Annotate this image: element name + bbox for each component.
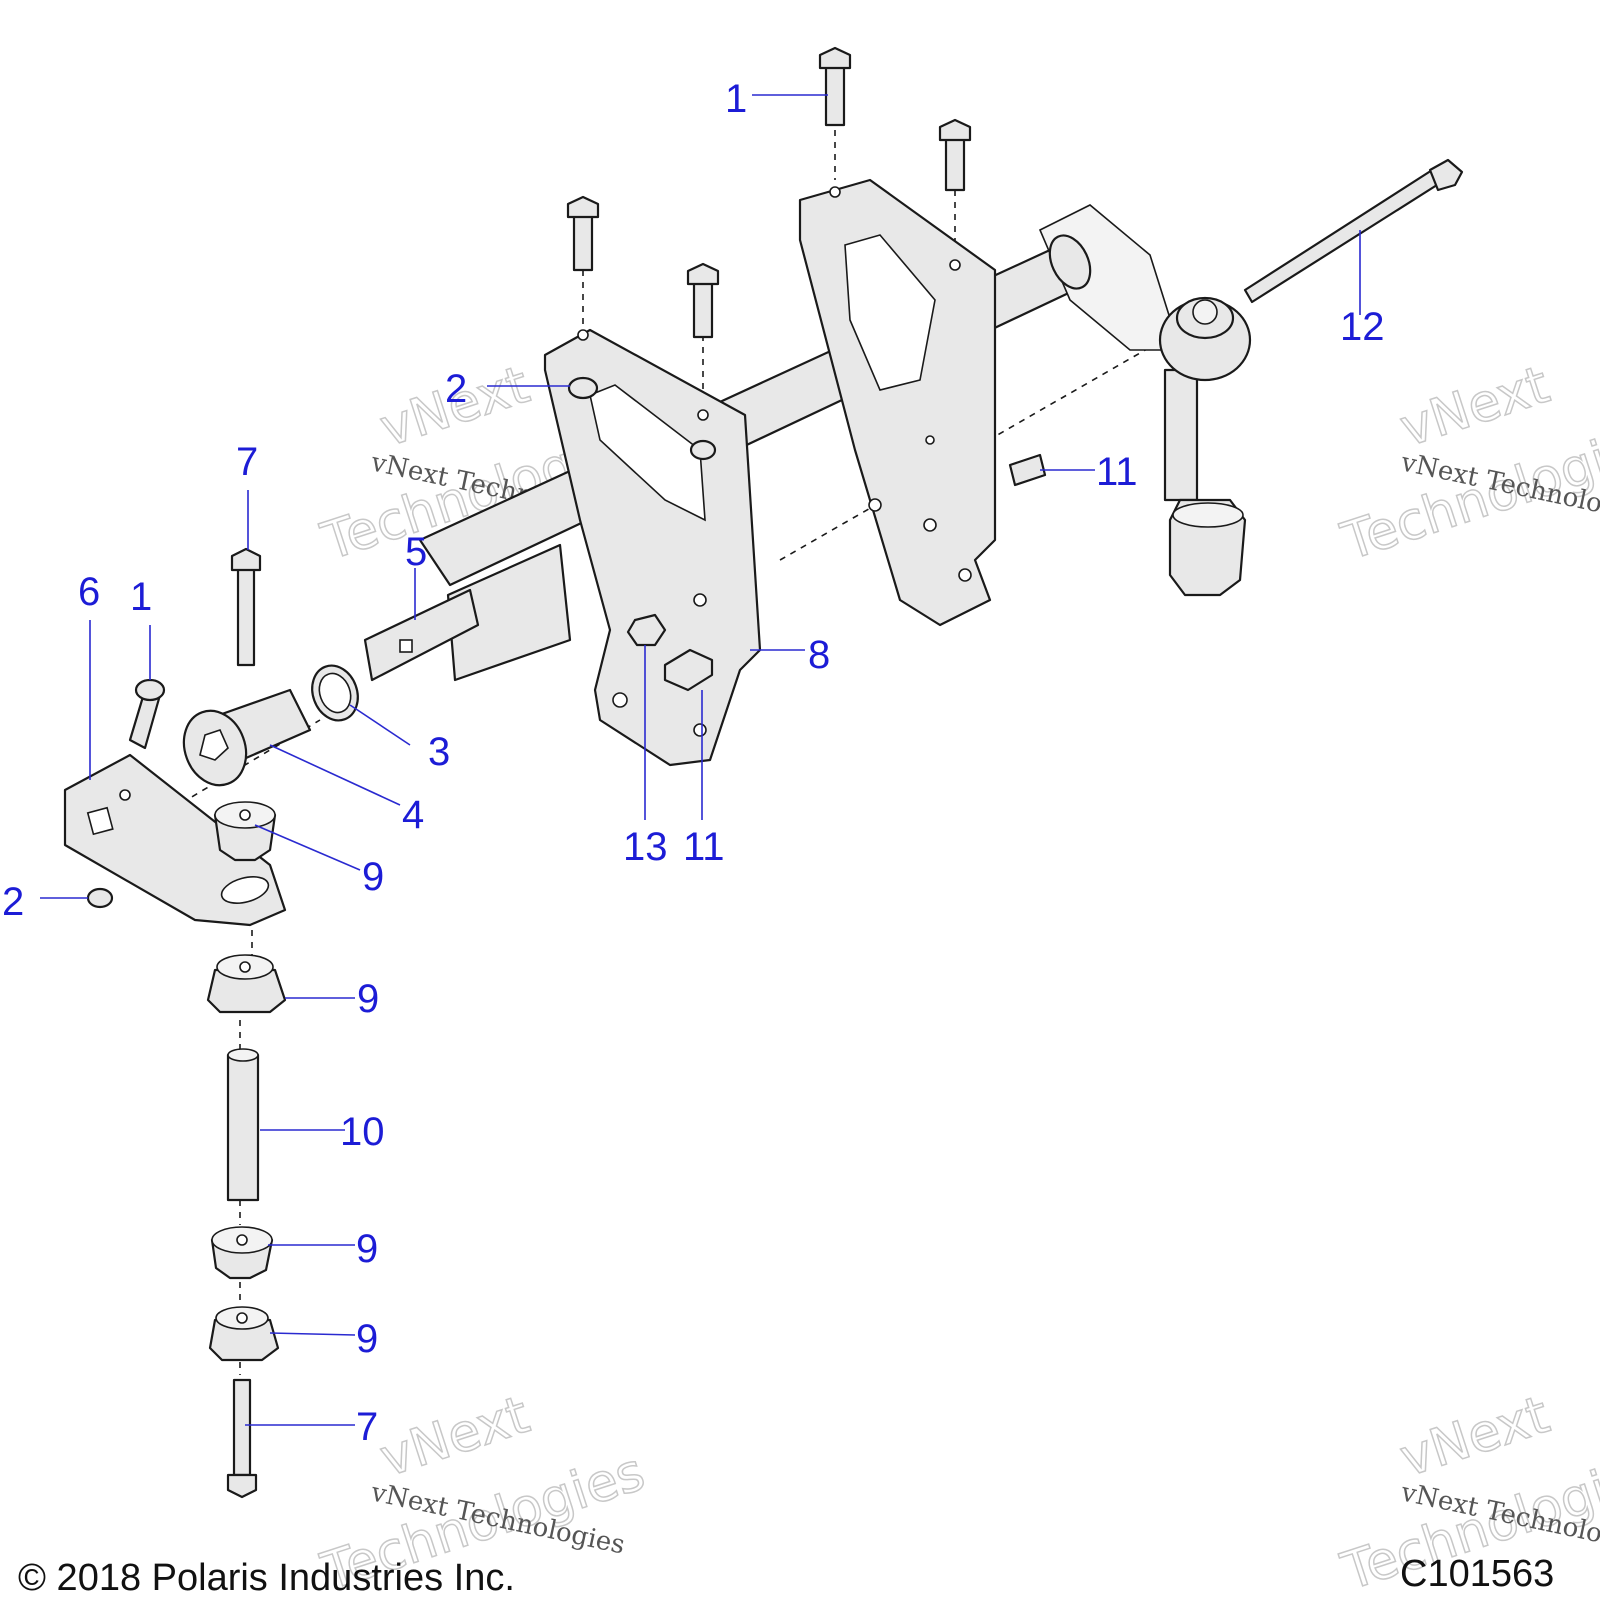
long-bolt-12 <box>1243 158 1464 304</box>
callout-13: 13 <box>623 825 668 869</box>
bracket-hardware <box>567 376 1047 692</box>
callout-1-top: 1 <box>725 77 747 121</box>
callout-9-a: 9 <box>362 855 384 899</box>
callout-7-top: 7 <box>236 440 258 484</box>
callout-6: 6 <box>78 570 100 614</box>
callout-9-d: 9 <box>356 1317 378 1361</box>
footer: © 2018 Polaris Industries Inc. C101563 <box>18 1553 1554 1599</box>
callout-9-c: 9 <box>356 1227 378 1271</box>
watermark-big-2: vNext Technologies <box>1307 326 1600 572</box>
callout-8: 8 <box>808 633 830 677</box>
callout-9-b: 9 <box>357 977 379 1021</box>
rear-link <box>1038 204 1252 597</box>
callout-1-left: 1 <box>130 575 152 619</box>
left-hardware <box>128 664 359 787</box>
callout-3: 3 <box>428 730 450 774</box>
figure-id: C101563 <box>1400 1553 1554 1595</box>
callout-12: 12 <box>1340 305 1385 349</box>
callout-labels: 1 1 2 2 3 4 5 6 7 7 8 9 9 9 9 10 11 11 1… <box>2 77 1385 1449</box>
callout-2-lever: 2 <box>2 880 24 924</box>
lever-arm <box>63 753 287 927</box>
callout-11-right: 11 <box>1096 450 1138 494</box>
copyright-text: © 2018 Polaris Industries Inc. <box>18 1557 515 1599</box>
shaft-square-end <box>363 588 480 682</box>
rear-bracket <box>798 178 997 627</box>
top-bolts <box>566 46 972 339</box>
callout-5: 5 <box>405 530 427 574</box>
callout-10: 10 <box>340 1110 385 1154</box>
leader-lines <box>40 94 1361 1426</box>
shaft-sleeve <box>446 543 572 682</box>
callout-11-bottom: 11 <box>683 825 725 869</box>
vertical-stack <box>206 547 287 1499</box>
callout-2-bracket: 2 <box>445 367 467 411</box>
callout-4: 4 <box>402 793 424 837</box>
callout-7-bottom: 7 <box>356 1405 378 1449</box>
